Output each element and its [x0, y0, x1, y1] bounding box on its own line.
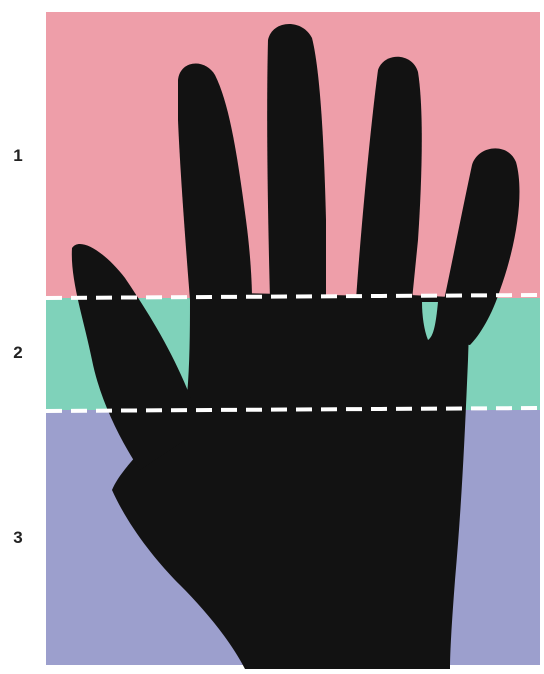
- zone-label-1: 1: [8, 146, 28, 166]
- zone-label-2: 2: [8, 343, 28, 363]
- zone-label-3: 3: [8, 528, 28, 548]
